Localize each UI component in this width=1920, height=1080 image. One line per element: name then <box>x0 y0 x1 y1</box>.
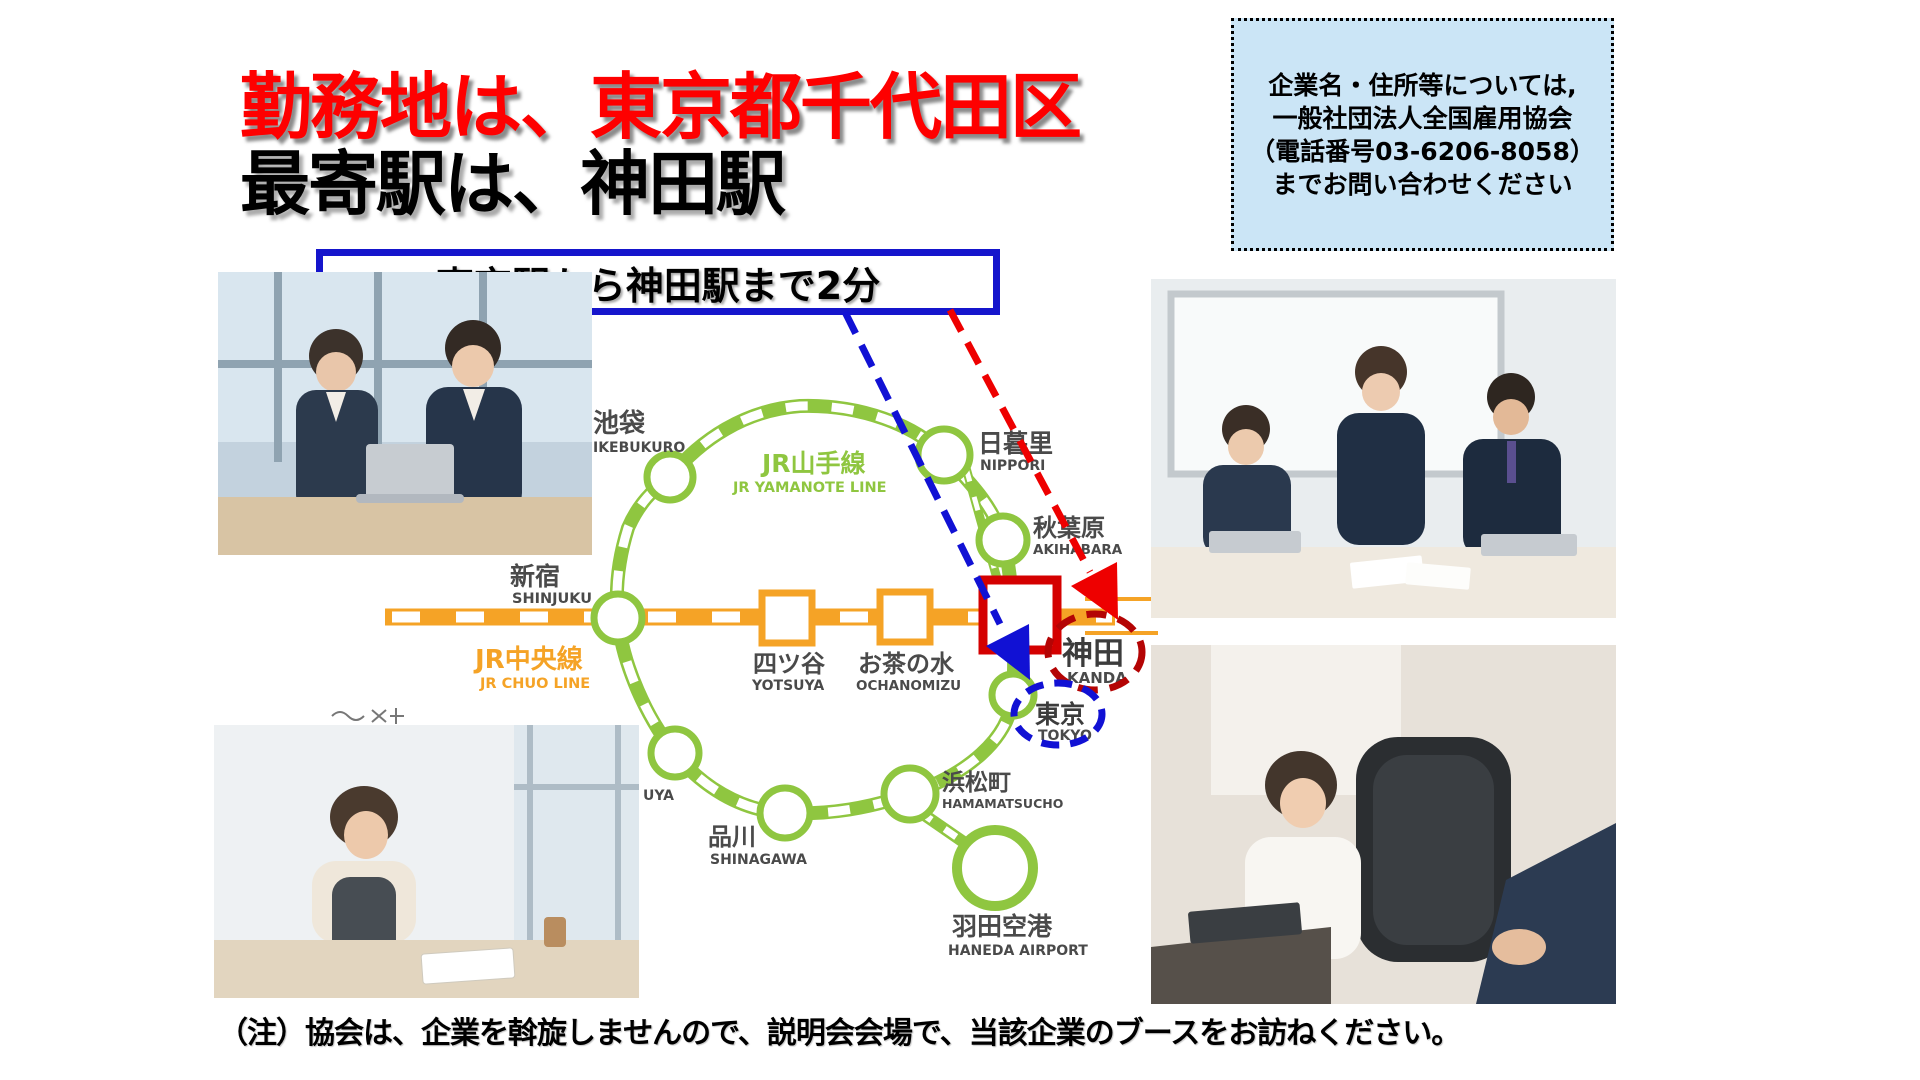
yamanote-line-label-en: JR YAMANOTE LINE <box>732 480 887 496</box>
station-circle-shibuya <box>647 725 703 781</box>
station-circle-nippori <box>914 425 974 485</box>
pointer-arrows <box>841 308 1118 680</box>
chuo-line-label-en: JR CHUO LINE <box>479 676 590 692</box>
station-label-hamamatsucho-en: HAMAMATSUCHO <box>942 796 1063 811</box>
station-label-shinjuku-ja: 新宿 <box>510 562 560 591</box>
station-label-haneda-en: HANEDA AIRPORT <box>948 943 1088 959</box>
yamanote-line-label-ja: JR山手線 <box>760 449 866 478</box>
photo-team-whiteboard-art <box>1151 279 1616 618</box>
station-square-yotsuya <box>758 589 816 647</box>
contact-line-4: までお問い合わせください <box>1272 169 1573 199</box>
station-label-ikebukuro-ja: 池袋 <box>593 409 646 439</box>
station-circle-akihabara <box>975 512 1031 568</box>
red-dashed-arrow-line <box>946 308 1094 574</box>
station-label-nippori-en: NIPPORI <box>980 458 1045 474</box>
photo-businesswomen-desk <box>218 272 592 555</box>
station-label-ochanomizu-ja: お茶の水 <box>858 650 955 678</box>
station-circle-shinjuku <box>590 590 646 646</box>
station-square-ochanomizu <box>876 588 934 646</box>
station-circle-haneda <box>952 825 1038 911</box>
station-labels: 池袋 IKEBUKURO 日暮里 NIPPORI 秋葉原 AKIHABARA 新… <box>510 409 1127 959</box>
photo-woman-office-chair <box>1151 645 1616 1004</box>
station-circle-shinagawa <box>756 784 814 842</box>
photo-woman-office-chair-art <box>1151 645 1616 1004</box>
station-label-shinagawa-ja: 品川 <box>708 823 756 851</box>
blue-arrowhead <box>986 624 1030 680</box>
red-arrowhead <box>1071 562 1118 620</box>
station-markers <box>590 425 1038 911</box>
contact-line-2: 一般社団法人全国雇用協会 <box>1272 103 1573 133</box>
station-circle-hamamatsucho <box>880 764 940 824</box>
station-label-haneda-ja: 羽田空港 <box>952 912 1053 941</box>
chuo-line-label-ja: JR中央線 <box>473 644 583 675</box>
photo-woman-desk-art <box>214 725 639 998</box>
photo-woman-desk <box>214 725 639 998</box>
station-label-akihabara-ja: 秋葉原 <box>1033 514 1105 542</box>
blue-dashed-arrow-line <box>841 310 1004 626</box>
station-label-yotsuya-en: YOTSUYA <box>751 678 824 694</box>
contact-line-1: 企業名・住所等については, <box>1268 70 1577 100</box>
kanda-highlight-ellipse <box>1044 610 1146 694</box>
station-label-tokyo-ja: 東京 <box>1035 700 1085 729</box>
page-title-station: 最寄駅は、神田駅 <box>240 143 786 225</box>
station-label-ikebukuro-en: IKEBUKURO <box>593 440 685 456</box>
station-circle-ikebukuro <box>643 450 697 504</box>
station-label-ochanomizu-en: OCHANOMIZU <box>856 678 961 694</box>
station-label-nippori-ja: 日暮里 <box>978 429 1053 458</box>
station-label-hamamatsucho-ja: 浜松町 <box>942 770 1011 796</box>
footer-note: （注）協会は、企業を斡旋しませんので、説明会会場で、当該企業のブースをお訪ねくだ… <box>218 1016 1461 1051</box>
tokyo-highlight-ellipse <box>1010 679 1106 749</box>
station-label-kanda-ja: 神田 <box>1062 636 1124 672</box>
photo-team-whiteboard <box>1151 279 1616 618</box>
photo-businesswomen-desk-art <box>218 272 592 555</box>
scribble-mark <box>331 708 404 724</box>
contact-line-3: （電話番号03-6206-8058） <box>1250 136 1595 166</box>
page-title-location: 勤務地は、東京都千代田区 <box>240 65 1082 149</box>
contact-info-box: 企業名・住所等については, 一般社団法人全国雇用協会 （電話番号03-6206-… <box>1231 18 1614 251</box>
station-label-shinagawa-en: SHINAGAWA <box>710 852 807 868</box>
station-label-kanda-en: KANDA <box>1067 669 1127 687</box>
station-label-shinjuku-en: SHINJUKU <box>512 591 592 607</box>
station-label-yotsuya-ja: 四ツ谷 <box>753 650 826 678</box>
station-label-shibuya-fragment: UYA <box>643 788 674 804</box>
